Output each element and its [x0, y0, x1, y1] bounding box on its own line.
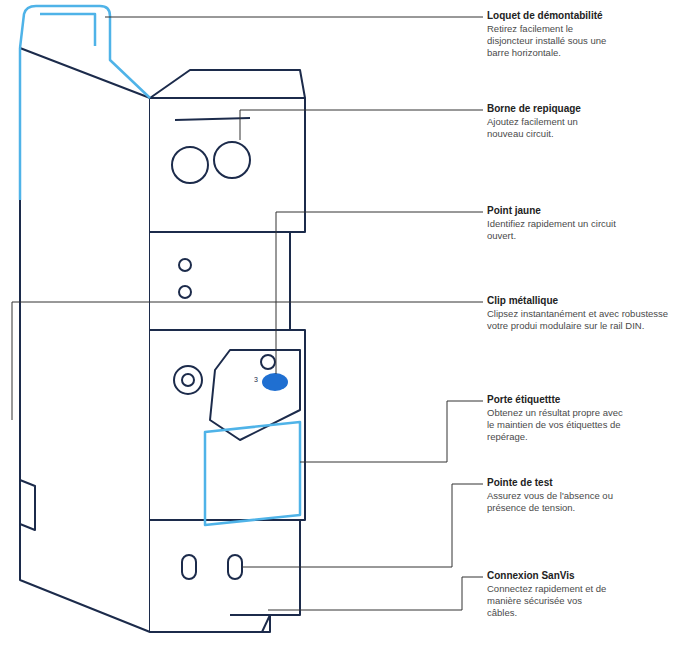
toggle-pivot — [174, 366, 202, 394]
front-face — [150, 98, 305, 632]
leader-line — [240, 110, 483, 140]
label-holder — [205, 422, 300, 525]
din-clip — [20, 480, 35, 530]
callout-heading: Loquet de démontabilité — [487, 10, 677, 22]
callout-text: Retirez facilement le disjoncteur instal… — [487, 23, 615, 59]
screwless-connector — [230, 615, 270, 632]
handle-number: 3 — [254, 376, 264, 384]
test-slot — [228, 555, 242, 579]
callout-heading: Porte étiquettte — [487, 394, 677, 406]
callout-text: Identifiez rapidement un circuit ouvert. — [487, 218, 617, 242]
leader-line — [276, 212, 483, 374]
callout-heading: Clip métallique — [487, 295, 677, 307]
leader-line — [268, 577, 483, 610]
housing-hole — [179, 286, 191, 298]
callout-text: Connectez rapidement et de manière sécur… — [487, 583, 607, 619]
toggle-hole — [261, 355, 275, 369]
test-slot — [182, 555, 196, 579]
leader-line — [242, 484, 483, 567]
housing-step — [150, 519, 300, 521]
indicator-dot — [262, 373, 288, 391]
top-face — [150, 70, 305, 98]
callout-text: Clipsez instantanément et avec robustess… — [487, 308, 682, 332]
leader-line — [300, 401, 483, 462]
leader-line — [12, 302, 483, 420]
callout-heading: Point jaune — [487, 205, 677, 217]
callout-text: Obtenez un résultat propre avec le maint… — [487, 407, 627, 443]
callout-text: Ajoutez facilement un nouveau circuit. — [487, 116, 597, 140]
housing-edge — [175, 118, 250, 120]
callout-heading: Borne de repiquage — [487, 103, 677, 115]
housing-hole — [179, 259, 191, 271]
side-face — [20, 48, 150, 632]
leader-line — [105, 17, 483, 18]
terminal-screw — [172, 147, 208, 183]
callout-heading: Connexion SanVis — [487, 570, 677, 582]
latch-highlight — [40, 14, 95, 46]
housing-step — [150, 329, 290, 331]
housing-step — [150, 231, 290, 233]
latch-highlight — [19, 48, 22, 200]
terminal-screw — [214, 142, 250, 178]
callout-heading: Pointe de test — [487, 477, 677, 489]
latch-highlight — [20, 6, 150, 98]
toggle-pivot — [182, 374, 194, 386]
callout-text: Assurez vous de l'absence ou présence de… — [487, 490, 637, 514]
